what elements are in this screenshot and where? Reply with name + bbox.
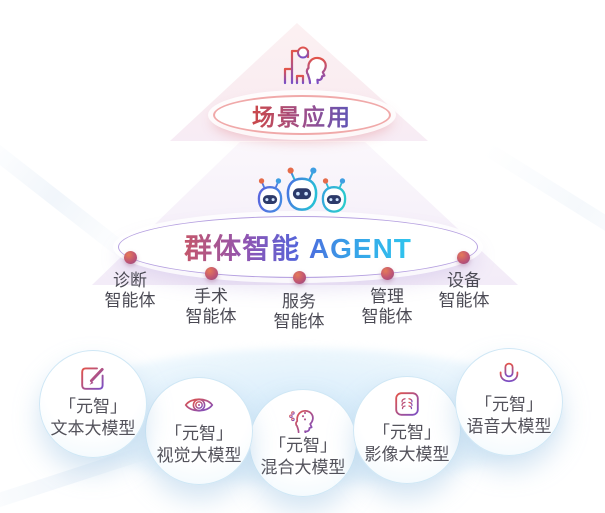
model-circle-hybrid: 「元智」 混合大模型: [249, 389, 357, 497]
agent-label-equipment: 设备 智能体: [418, 271, 510, 311]
model-name: 文本大模型: [50, 419, 136, 438]
agent-node-dot: [293, 271, 306, 284]
robot-icon: [286, 167, 318, 211]
agent-node-dot: [205, 267, 218, 280]
model-circle-imaging: 「元智」 影像大模型: [353, 376, 461, 484]
scene-layer-label: 场景应用: [252, 98, 352, 132]
swarm-layer-label: 群体智能 AGENT: [184, 227, 412, 267]
model-brand: 「元智」: [373, 423, 441, 442]
agent-name: 手术: [194, 287, 228, 306]
agent-label-service: 服务 智能体: [253, 292, 345, 332]
model-brand: 「元智」: [165, 424, 233, 443]
model-brand: 「元智」: [475, 395, 543, 414]
scene-layer-ellipse: 场景应用: [213, 95, 391, 135]
agent-suffix: 智能体: [361, 307, 413, 326]
agent-name: 管理: [370, 287, 404, 306]
model-name: 视觉大模型: [156, 446, 242, 465]
model-name: 影像大模型: [364, 445, 450, 464]
robot-icon: [321, 178, 347, 213]
agent-name: 诊断: [113, 271, 147, 290]
agent-name: 服务: [282, 292, 316, 311]
agent-suffix: 智能体: [104, 291, 156, 310]
background-streak: [483, 142, 605, 272]
agent-name: 设备: [447, 271, 481, 290]
eye-icon: [184, 398, 214, 412]
model-circle-text: 「元智」 文本大模型: [39, 350, 147, 458]
compose-pen-icon: [81, 367, 104, 390]
model-circle-vision: 「元智」 视觉大模型: [145, 377, 253, 485]
swarm-layer-ellipse: 群体智能 AGENT: [118, 216, 478, 278]
agent-node-dot: [124, 251, 137, 264]
background-streak: [0, 133, 135, 263]
agent-suffix: 智能体: [185, 307, 237, 326]
agent-label-diagnosis: 诊断 智能体: [84, 271, 176, 311]
agent-suffix: 智能体: [438, 291, 490, 310]
agent-node-dot: [381, 267, 394, 280]
agent-suffix: 智能体: [273, 312, 325, 331]
hospital-person-icon: [276, 45, 332, 90]
model-brand: 「元智」: [59, 397, 127, 416]
agent-label-surgery: 手术 智能体: [165, 287, 257, 327]
model-circle-speech: 「元智」 语音大模型: [455, 348, 563, 456]
model-name: 混合大模型: [260, 458, 346, 477]
robot-icon: [257, 178, 283, 213]
xray-scan-icon: [395, 392, 419, 416]
agent-node-dot: [457, 251, 470, 264]
head-circuit-icon: [289, 410, 314, 433]
agent-label-management: 管理 智能体: [341, 287, 433, 327]
model-name: 语音大模型: [466, 417, 552, 436]
model-brand: 「元智」: [269, 436, 337, 455]
robot-trio-icon: [253, 164, 351, 217]
microphone-icon: [499, 362, 519, 388]
